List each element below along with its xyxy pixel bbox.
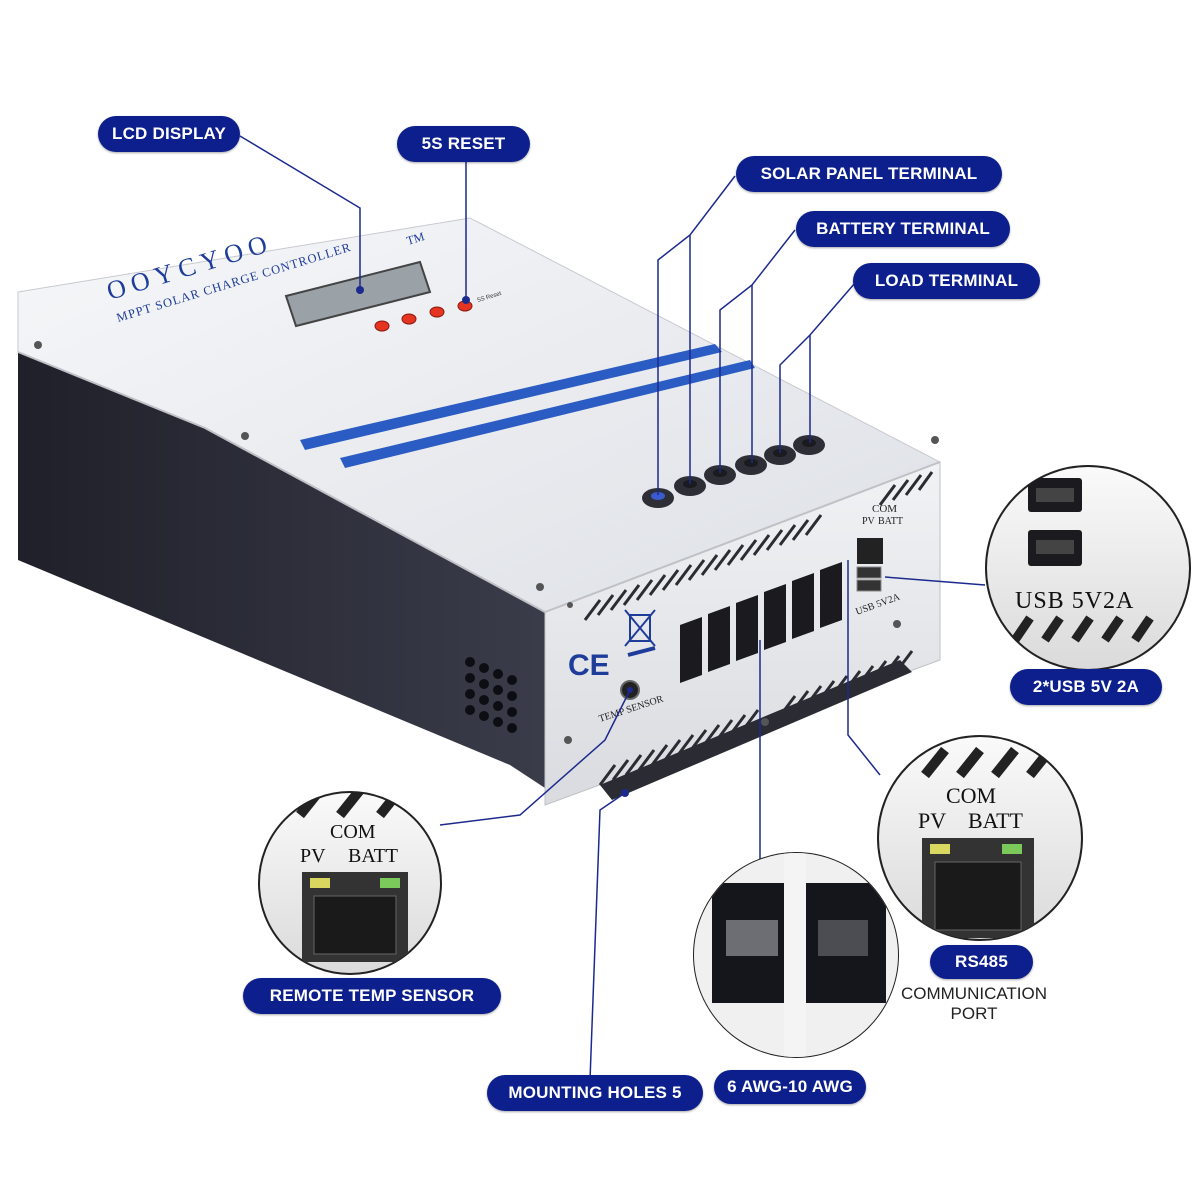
zoom-rs-com: COM [946,783,996,808]
lcd-screen [284,260,432,328]
zoom-remote-temp-port: COM PV BATT [258,791,442,975]
ce-mark: CE [568,649,610,682]
front-vents-bottom [598,650,914,786]
control-buttons [374,300,473,332]
zoom-usb-ports: USB 5V2A [985,465,1191,671]
label-solar-panel-terminal: SOLAR PANEL TERMINAL [736,156,1002,192]
label-load-terminal: LOAD TERMINAL [853,263,1040,299]
label-port: PORT [950,1004,998,1023]
panel-pv-label: PV [862,516,876,527]
blue-stripe-1 [300,344,722,450]
label-communication: COMMUNICATION [900,984,1048,1003]
zoom-rs485-port: COM PV BATT [877,735,1083,941]
charge-controller-device: OOYCYOO TM MPPT SOLAR CHARGE CONTROLLER … [17,217,942,806]
zoom-rs-pv: PV [918,808,946,833]
label-remote-temp-sensor: REMOTE TEMP SENSOR [243,978,501,1014]
label-usb-ports: 2*USB 5V 2A [1010,669,1162,705]
side-vent-grid [465,657,517,733]
panel-com-label: COM [872,503,897,515]
leader-dots [356,286,633,797]
label-mounting-holes: MOUNTING HOLES 5 [487,1075,703,1111]
brand-trademark: TM [405,229,427,248]
dark-side-panel [18,352,545,788]
blue-stripe-2 [340,360,755,468]
port-cluster [856,538,883,592]
label-battery-terminal: BATTERY TERMINAL [796,211,1010,247]
case-screws [34,341,939,744]
weee-bin-icon [624,609,656,657]
label-wire-gauge: 6 AWG-10 AWG [714,1070,866,1104]
zoom-temp-com: COM [330,821,376,843]
cable-glands [642,435,825,508]
zoom-usb-text: USB 5V2A [1015,588,1134,614]
front-vents-top [583,471,934,621]
zoom-rs-batt: BATT [968,808,1024,833]
zoom-temp-pv: PV [300,845,326,867]
wire-terminal-block [680,562,842,683]
panel-batt-label: BATT [878,516,903,527]
zoom-temp-batt: BATT [348,845,398,867]
leader-lines [239,135,986,1081]
label-5s-reset: 5S RESET [397,126,530,162]
label-lcd-display: LCD DISPLAY [98,116,240,152]
zoom-wire-terminals [693,852,899,1058]
label-rs485: RS485 [930,945,1033,979]
